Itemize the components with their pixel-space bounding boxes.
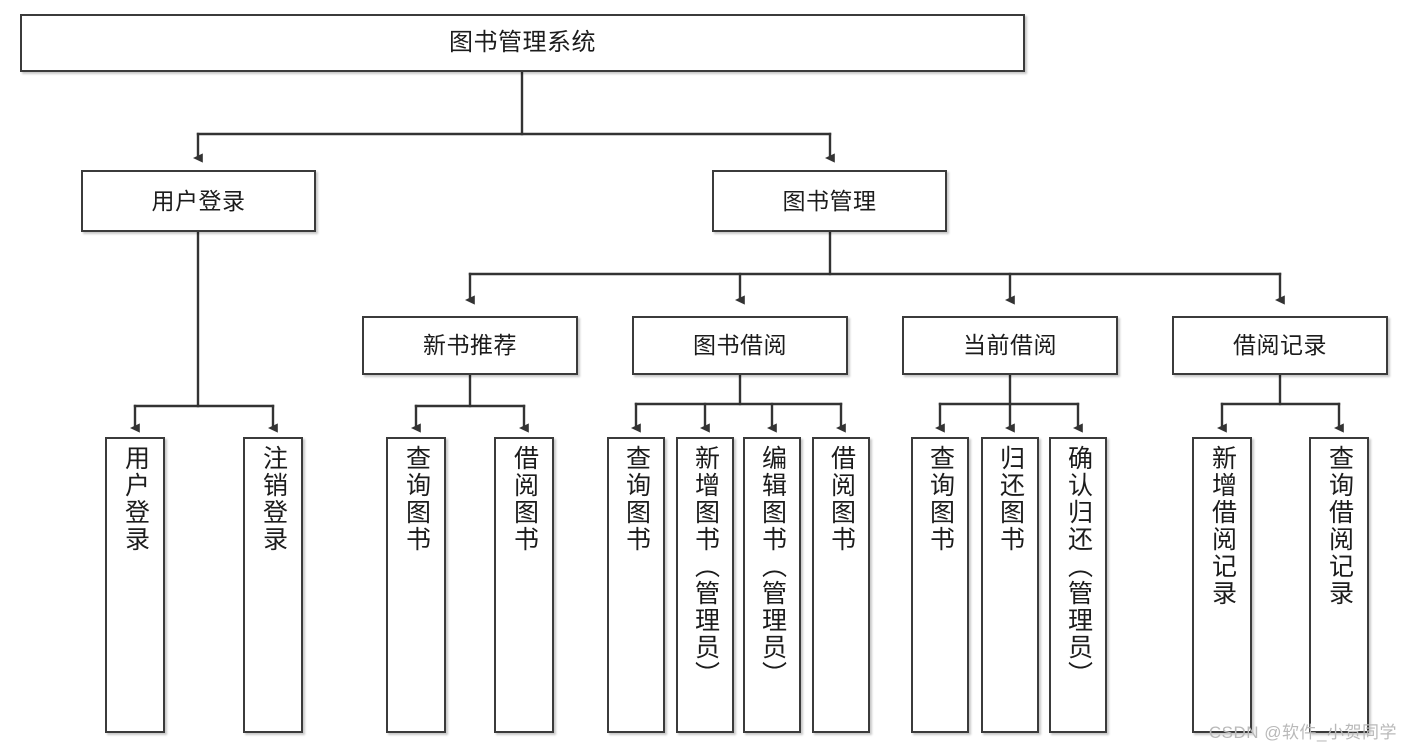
node-book-borrow-label: 图书借阅 — [693, 332, 787, 358]
leaf-confirm-return[interactable]: 确认归还（管理员） — [1049, 437, 1107, 733]
node-book-borrow[interactable]: 图书借阅 — [632, 316, 848, 375]
node-book-manage-label: 图书管理 — [782, 187, 877, 214]
leaf-return-book[interactable]: 归还图书 — [981, 437, 1039, 733]
leaf-query-record-label: 查询借阅记录 — [1325, 445, 1354, 607]
leaf-add-book-label: 新增图书（管理员） — [691, 445, 720, 688]
watermark-text: CSDN @软件_小贺同学 — [1208, 723, 1397, 742]
node-root-label: 图书管理系统 — [449, 29, 596, 56]
leaf-query-book-1-label: 查询图书 — [402, 445, 431, 553]
leaf-query-book-3[interactable]: 查询图书 — [911, 437, 969, 733]
leaf-query-book-1[interactable]: 查询图书 — [386, 437, 446, 733]
node-book-manage[interactable]: 图书管理 — [712, 170, 947, 232]
leaf-borrow-book-1-label: 借阅图书 — [510, 445, 539, 553]
leaf-logout-login-label: 注销登录 — [259, 445, 288, 553]
leaf-edit-book[interactable]: 编辑图书（管理员） — [743, 437, 801, 733]
leaf-borrow-book-2-label: 借阅图书 — [827, 445, 856, 553]
leaf-user-login[interactable]: 用户登录 — [105, 437, 165, 733]
leaf-query-book-2[interactable]: 查询图书 — [607, 437, 665, 733]
node-user-login[interactable]: 用户登录 — [81, 170, 316, 232]
leaf-confirm-return-label: 确认归还（管理员） — [1064, 445, 1093, 688]
node-current-borrow[interactable]: 当前借阅 — [902, 316, 1118, 375]
node-borrow-record-label: 借阅记录 — [1233, 332, 1327, 358]
node-current-borrow-label: 当前借阅 — [963, 332, 1057, 358]
leaf-add-book[interactable]: 新增图书（管理员） — [676, 437, 734, 733]
leaf-edit-book-label: 编辑图书（管理员） — [758, 445, 787, 688]
leaf-user-login-label: 用户登录 — [121, 445, 150, 553]
leaf-query-record[interactable]: 查询借阅记录 — [1309, 437, 1369, 733]
leaf-logout-login[interactable]: 注销登录 — [243, 437, 303, 733]
node-borrow-record[interactable]: 借阅记录 — [1172, 316, 1388, 375]
leaf-borrow-book-2[interactable]: 借阅图书 — [812, 437, 870, 733]
leaf-query-book-3-label: 查询图书 — [926, 445, 955, 553]
node-root[interactable]: 图书管理系统 — [20, 14, 1025, 72]
leaf-borrow-book-1[interactable]: 借阅图书 — [494, 437, 554, 733]
node-user-login-label: 用户登录 — [151, 187, 246, 214]
leaf-query-book-2-label: 查询图书 — [622, 445, 651, 553]
leaf-add-record-label: 新增借阅记录 — [1208, 445, 1237, 607]
node-new-book-recommend[interactable]: 新书推荐 — [362, 316, 578, 375]
leaf-add-record[interactable]: 新增借阅记录 — [1192, 437, 1252, 733]
leaf-return-book-label: 归还图书 — [996, 445, 1025, 553]
node-new-book-recommend-label: 新书推荐 — [423, 332, 517, 358]
